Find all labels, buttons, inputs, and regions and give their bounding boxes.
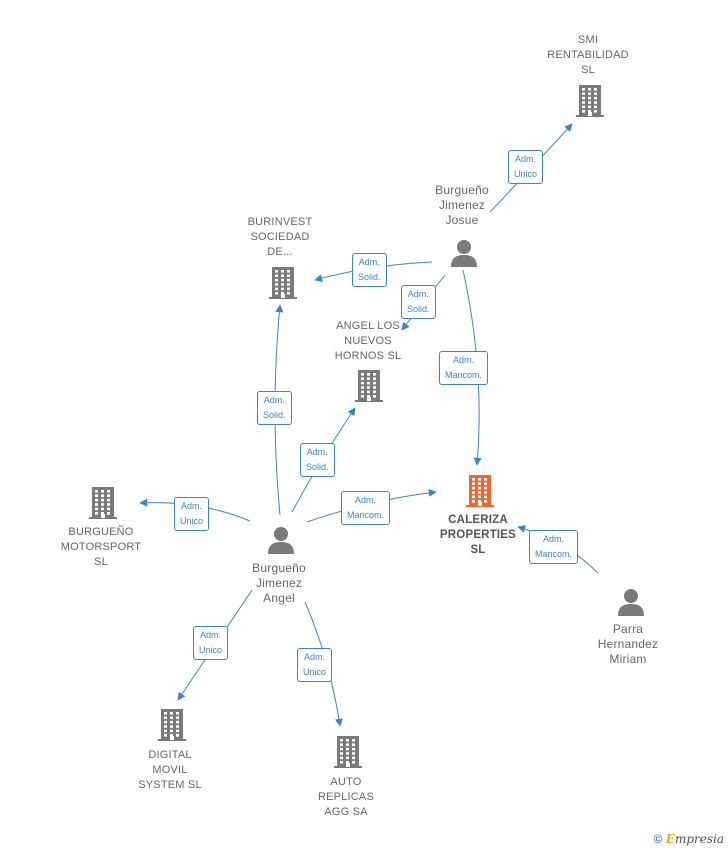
role-badge[interactable]: Adm. Solid. (401, 285, 436, 319)
role-line: Adm. (543, 534, 565, 544)
role-badge[interactable]: Adm. Mancom. (341, 491, 391, 525)
label-line: MOVIL (152, 764, 188, 776)
role-line: Adm. (181, 501, 203, 511)
label-line: BURGUEÑO (68, 526, 134, 538)
role-badge[interactable]: Adm. Mancom. (529, 530, 579, 564)
role-line: Solid. (407, 304, 430, 314)
label-line: ANGEL LOS (336, 320, 400, 332)
company-label-caleriza[interactable]: CALERIZA PROPERTIES SL (413, 513, 543, 558)
role-line: Adm. (358, 257, 380, 267)
role-line: Adm. (306, 447, 328, 457)
label-line: SL (581, 64, 595, 76)
role-line: Mancom. (347, 510, 385, 520)
company-label-smi[interactable]: SMI RENTABILIDAD SL (523, 33, 653, 78)
copyright-symbol: © (653, 832, 663, 846)
role-line: Unico (514, 169, 538, 179)
label-line: NUEVOS (344, 335, 392, 347)
label-line: DIGITAL (148, 749, 192, 761)
label-line: Jimenez (255, 576, 303, 590)
role-badge[interactable]: Adm. Unico (297, 648, 333, 682)
role-badge[interactable]: Adm. Solid. (352, 253, 387, 287)
label-line: Jimenez (438, 198, 486, 212)
company-label-auto-replicas[interactable]: AUTO REPLICAS AGG SA (281, 775, 411, 820)
company-label-angel-los[interactable]: ANGEL LOS NUEVOS HORNOS SL (303, 319, 433, 364)
person-label-miriam[interactable]: Parra Hernandez Miriam (563, 622, 693, 667)
person-icon[interactable] (266, 525, 296, 560)
company-label-digital-movil[interactable]: DIGITAL MOVIL SYSTEM SL (105, 748, 235, 793)
company-label-burgueno-motorsport[interactable]: BURGUEÑO MOTORSPORT SL (36, 525, 166, 570)
role-line: Unico (199, 645, 223, 655)
role-badge[interactable]: Adm. Unico (508, 150, 544, 184)
role-line: Unico (180, 516, 204, 526)
building-icon[interactable] (156, 708, 188, 747)
role-line: Adm. (407, 289, 429, 299)
label-line: REPLICAS (317, 791, 374, 803)
role-line: Adm. (304, 652, 326, 662)
building-icon[interactable] (353, 369, 385, 408)
label-line: SL (94, 556, 108, 568)
person-label-angel[interactable]: Burgueño Jimenez Angel (214, 561, 344, 606)
label-line: SL (470, 544, 486, 556)
role-line: Adm. (453, 355, 475, 365)
company-label-burinvest[interactable]: BURINVEST SOCIEDAD DE... (215, 215, 345, 260)
label-line: AGG SA (324, 806, 368, 818)
label-line: MOTORSPORT (60, 541, 142, 553)
role-badge[interactable]: Adm. Mancom. (439, 351, 489, 385)
building-icon[interactable] (574, 84, 606, 123)
role-line: Mancom. (445, 370, 483, 380)
brand-logo-text: mpresia (674, 832, 724, 846)
role-line: Adm. (355, 495, 377, 505)
label-line: CALERIZA (448, 514, 508, 526)
label-line: Burgueño (252, 561, 306, 575)
role-line: Solid. (358, 272, 381, 282)
role-line: Solid. (263, 410, 286, 420)
label-line: RENTABILIDAD (547, 49, 629, 61)
label-line: Miriam (609, 652, 647, 666)
role-line: Adm. (200, 630, 222, 640)
person-label-josue[interactable]: Burgueño Jimenez Josue (397, 183, 527, 228)
role-line: Adm. (515, 154, 537, 164)
person-icon[interactable] (449, 238, 479, 273)
label-line: Parra (612, 622, 644, 636)
building-icon-highlighted[interactable] (464, 474, 496, 513)
role-line: Mancom. (535, 549, 573, 559)
empresia-watermark: © Empresia (654, 832, 724, 846)
label-line: SMI (577, 34, 599, 46)
label-line: Angel (263, 591, 295, 605)
label-line: HORNOS SL (334, 350, 402, 362)
label-line: Josue (445, 213, 479, 227)
building-icon[interactable] (267, 266, 299, 305)
role-line: Solid. (306, 462, 329, 472)
label-line: BURINVEST (247, 216, 313, 228)
label-line: Burgueño (435, 183, 489, 197)
role-badge[interactable]: Adm. Unico (174, 497, 210, 531)
role-line: Adm. (263, 395, 285, 405)
person-icon[interactable] (616, 587, 646, 622)
building-icon[interactable] (87, 486, 119, 525)
role-badge[interactable]: Adm. Solid. (257, 391, 292, 425)
building-icon[interactable] (332, 735, 364, 774)
role-badge[interactable]: Adm. Solid. (300, 443, 335, 477)
label-line: AUTO (330, 776, 362, 788)
label-line: SOCIEDAD (250, 231, 310, 243)
label-line: SYSTEM SL (138, 779, 202, 791)
brand-logo-initial: E (665, 832, 675, 846)
role-badge[interactable]: Adm. Unico (193, 626, 229, 660)
label-line: DE... (267, 246, 293, 258)
role-line: Unico (303, 667, 327, 677)
label-line: PROPERTIES (439, 529, 517, 541)
label-line: Hernandez (597, 637, 659, 651)
